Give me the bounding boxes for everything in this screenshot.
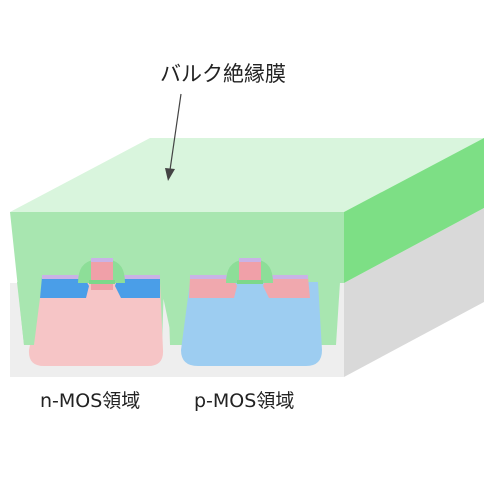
p-mos-gate-cap — [239, 258, 261, 262]
isolation-right — [318, 282, 340, 345]
n-mos-drain — [115, 277, 160, 298]
n-mos-well — [28, 282, 164, 366]
isolation-center — [160, 282, 190, 336]
p-mos-drain-top — [266, 275, 308, 279]
film-top — [10, 138, 484, 212]
n-mos-source-top — [42, 275, 84, 279]
pointer-arrow-head — [165, 168, 175, 181]
p-mos-well — [181, 282, 322, 366]
p-mos-drain — [263, 277, 310, 298]
n-mos-source — [40, 277, 89, 298]
n-mos-gate-cap — [91, 258, 113, 262]
isolation-left — [17, 282, 42, 345]
n-mos-drain-top — [118, 275, 160, 279]
p-mos-gate-oxide — [237, 280, 263, 284]
n-mos-gate-oxide — [89, 280, 115, 284]
p-mos-gate — [239, 261, 261, 280]
n-mos-region-label: n-MOS領域 — [40, 390, 141, 412]
p-mos-channel — [239, 284, 261, 290]
p-mos-source-top — [190, 275, 232, 279]
film-side — [344, 138, 484, 283]
p-mos-source — [189, 277, 237, 298]
substrate-side — [344, 208, 484, 377]
n-mos-channel — [91, 284, 113, 290]
p-mos-region-label: p-MOS領域 — [194, 390, 295, 412]
pointer-arrow-line — [169, 93, 182, 171]
bulk-insulator-label: バルク絶縁膜 — [160, 62, 286, 86]
n-mos-gate — [91, 261, 113, 280]
